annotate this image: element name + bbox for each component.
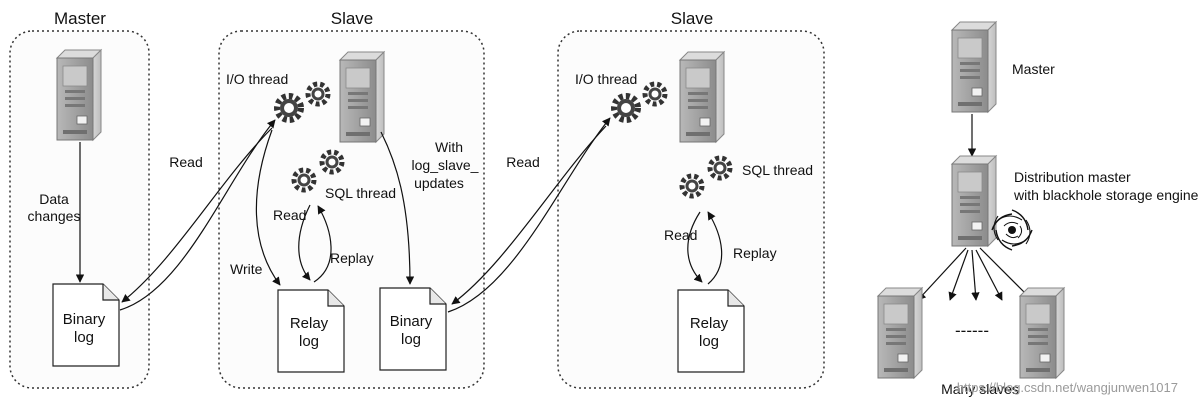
topology-master-server-icon <box>951 21 997 113</box>
fanout-arrow-4 <box>975 249 1003 301</box>
blackhole-icon <box>991 209 1033 251</box>
topology-master-label: Master <box>1012 61 1055 77</box>
slave1-io-thread-label: I/O thread <box>226 71 288 87</box>
slave1-read-arrow <box>298 204 311 281</box>
log-slave-updates-label-2: log_slave_ <box>412 157 479 173</box>
watermark-text: https://blog.csdn.net/wangjunwen1017 <box>957 380 1178 395</box>
data-changes-label-2: changes <box>28 208 81 224</box>
log-slave-updates-label-1: With <box>435 139 463 155</box>
slave1-binary-log-label-2: log <box>401 331 421 348</box>
slave1-replay-label: Replay <box>330 250 374 266</box>
slave1-io-gear-icon <box>274 93 304 123</box>
write-label: Write <box>230 261 263 277</box>
read-label-2: Read <box>506 154 539 170</box>
io-return-arrow-1 <box>121 127 273 303</box>
data-changes-label-1: Data <box>39 191 69 207</box>
many-slaves-label: Many slaves <box>941 381 1019 397</box>
read-label-1: Read <box>169 154 202 170</box>
slave2-relay-log-label-1: Relay <box>690 315 729 332</box>
slave2-io-gear-icon <box>611 93 641 123</box>
slave1-server-icon <box>339 51 385 143</box>
slave-server-icon-left <box>877 287 923 379</box>
slave-server-icon-right <box>1019 287 1065 379</box>
slave2-io-thread-label: I/O thread <box>575 71 637 87</box>
master-binary-log-label-2: log <box>74 329 94 346</box>
slave1-binary-log-label-1: Binary <box>390 313 433 330</box>
fanout-arrow-3 <box>971 249 980 301</box>
slave2-title: Slave <box>671 9 714 28</box>
slave2-read-label: Read <box>664 227 697 243</box>
slave2-io-gear-icon-2 <box>642 81 668 107</box>
slave2-sql-gear-icon-2 <box>707 155 733 181</box>
many-slaves-dashes: ------ <box>955 321 989 340</box>
log-slave-updates-arrow <box>380 131 415 285</box>
slave2-replay-label: Replay <box>733 245 777 261</box>
slave2-panel <box>557 30 825 389</box>
distribution-master-label-1: Distribution master <box>1014 169 1131 185</box>
fanout-arrow-5 <box>979 247 1031 299</box>
slave1-sql-gear-icon <box>291 167 317 193</box>
slave1-title: Slave <box>331 9 374 28</box>
slave1-io-gear-icon-2 <box>305 81 331 107</box>
fanout-arrow-2 <box>948 249 969 301</box>
write-arrow <box>255 129 281 286</box>
fanout-arrow-1 <box>917 247 967 301</box>
slave1-replay-arrow <box>313 205 332 283</box>
log-slave-updates-label-3: updates <box>414 175 464 191</box>
slave1-relay-log-label-2: log <box>299 333 319 350</box>
slave2-sql-gear-icon <box>679 173 705 199</box>
slave2-relay-log-label-2: log <box>699 333 719 350</box>
slave1-relay-log-label-1: Relay <box>290 315 329 332</box>
slave1-sql-thread-label: SQL thread <box>325 185 396 201</box>
io-return-arrow-2 <box>451 125 607 305</box>
slave2-read-arrow <box>687 211 703 283</box>
slave2-server-icon <box>679 51 725 143</box>
master-server-icon <box>56 49 102 141</box>
distribution-master-server-icon <box>951 155 997 247</box>
distribution-master-label-2: with blackhole storage engine <box>1013 187 1199 203</box>
slave2-replay-arrow <box>707 211 723 285</box>
master-title: Master <box>54 9 106 28</box>
master-binary-log-label-1: Binary <box>63 311 106 328</box>
io-read-arrow-2 <box>447 117 611 313</box>
slave1-sql-gear-icon-2 <box>319 149 345 175</box>
slave2-sql-thread-label: SQL thread <box>742 162 813 178</box>
slave1-read-label: Read <box>273 207 306 223</box>
